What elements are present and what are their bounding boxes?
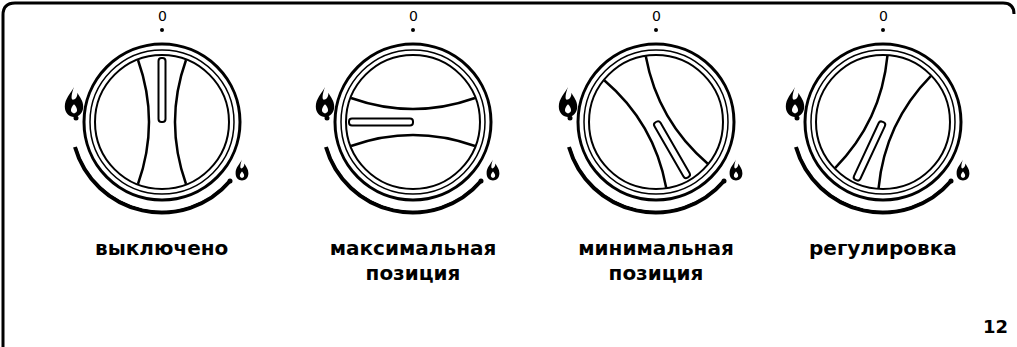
scale-mark: 0 <box>158 8 167 26</box>
position-label: максимальная позиция <box>318 236 508 286</box>
scale-mark: 0 <box>879 8 888 26</box>
figure-number: 12 <box>983 316 1008 339</box>
scale-mark: 0 <box>652 8 661 26</box>
position-label: минимальная позиция <box>561 236 751 286</box>
position-label: регулировка <box>809 236 957 261</box>
scale-mark: 0 <box>409 8 418 26</box>
position-label: выключено <box>95 236 228 261</box>
